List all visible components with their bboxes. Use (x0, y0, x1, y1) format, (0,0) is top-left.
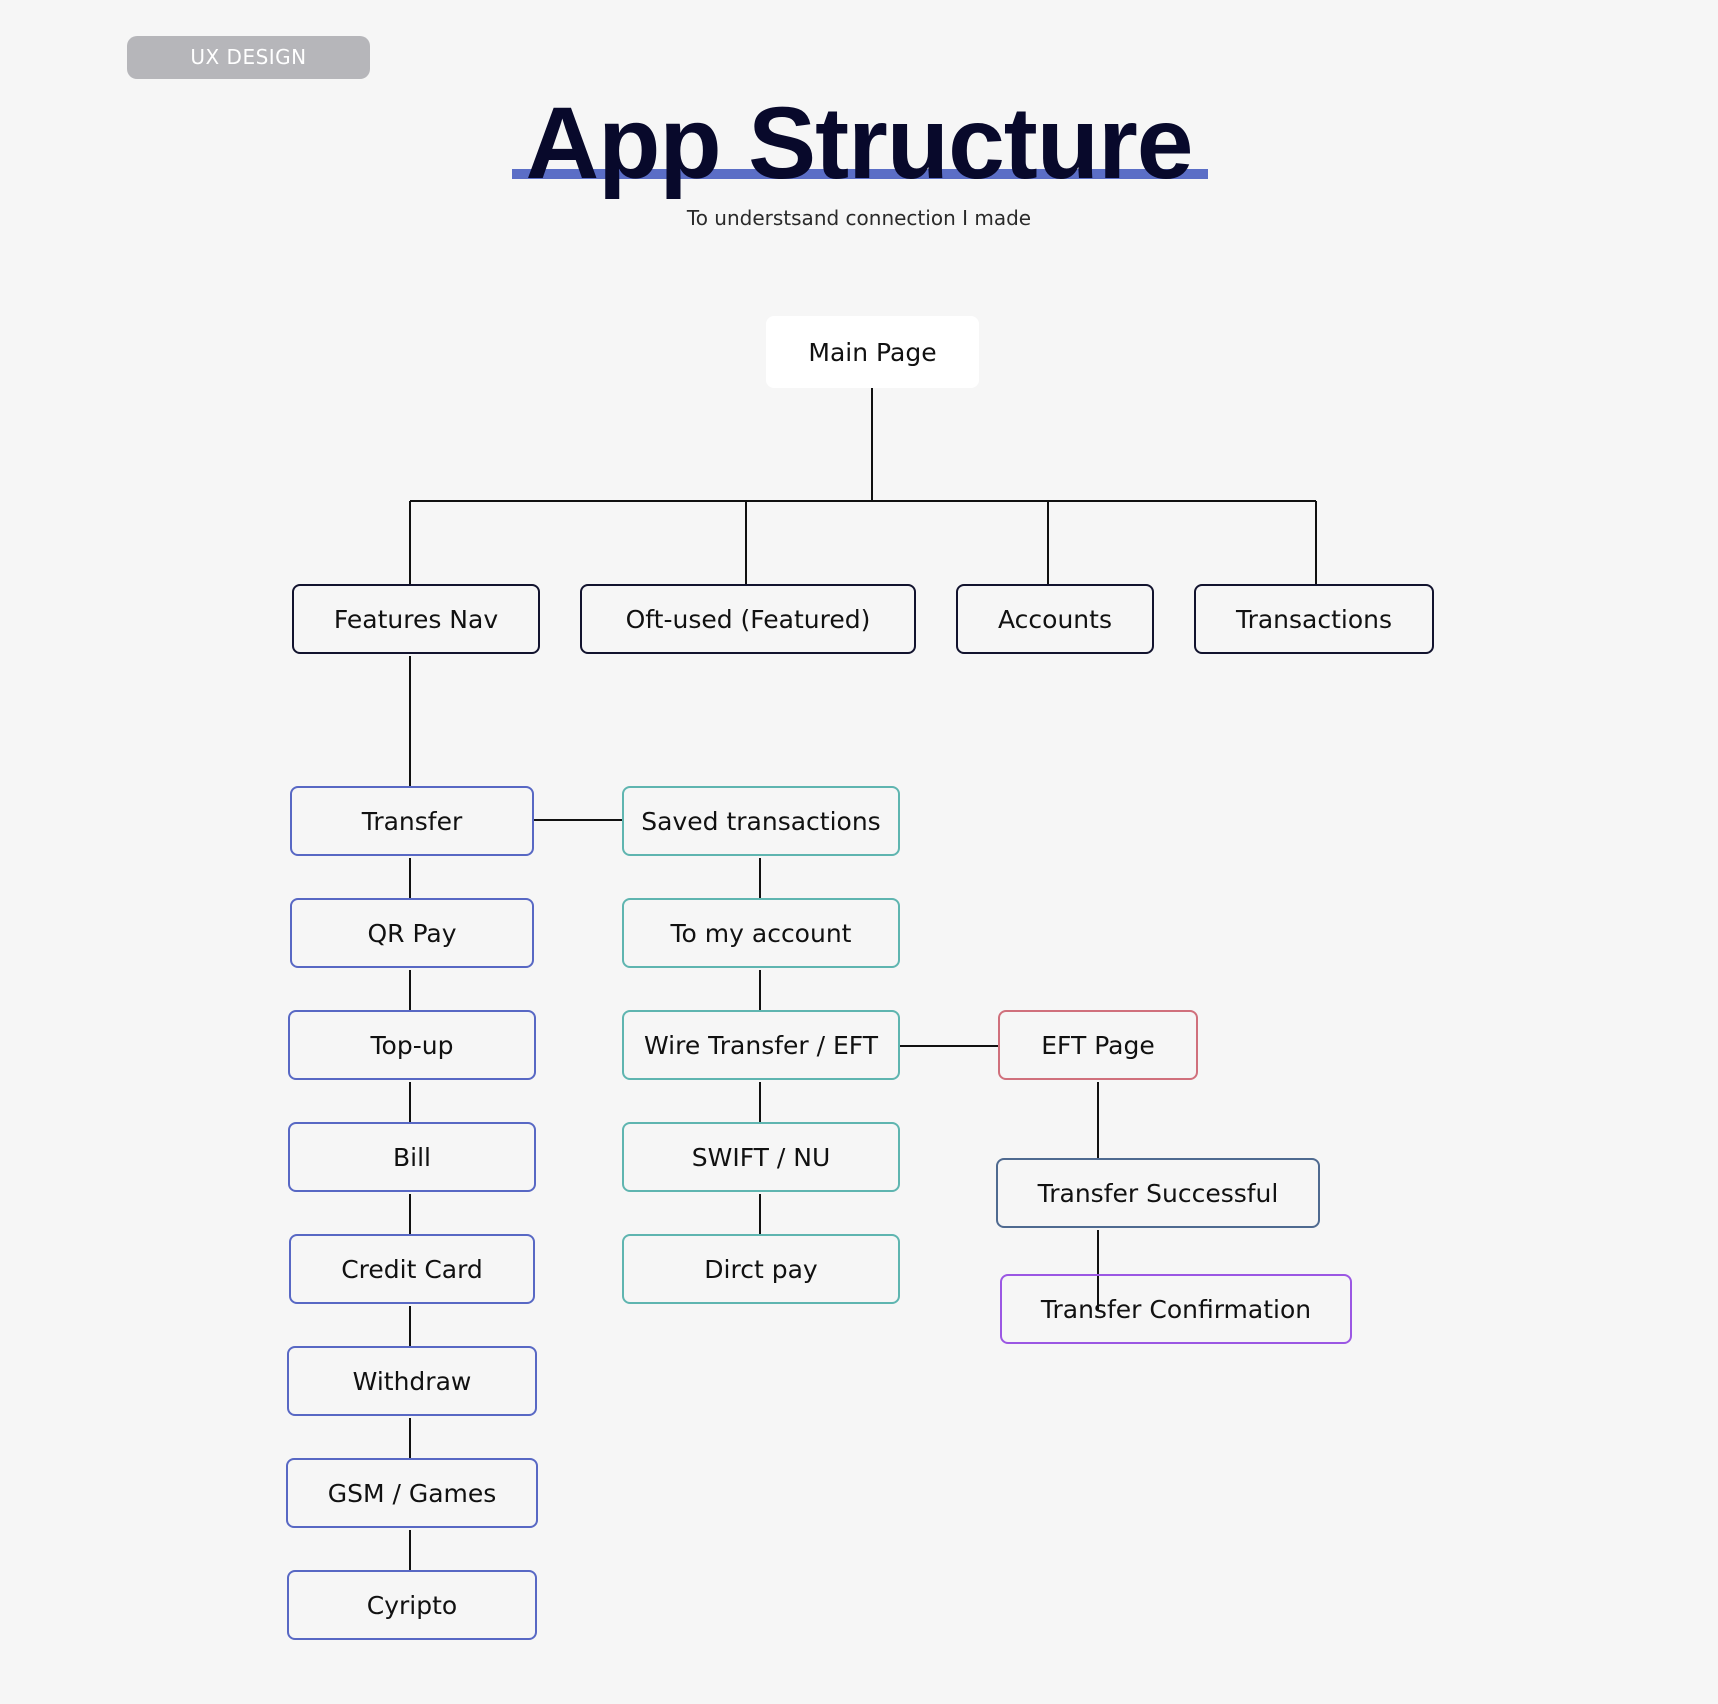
node-main-page: Main Page (766, 316, 979, 388)
node-wire-transfer-eft: Wire Transfer / EFT (622, 1010, 900, 1080)
node-swift-nu: SWIFT / NU (622, 1122, 900, 1192)
node-bill: Bill (288, 1122, 536, 1192)
node-credit-card: Credit Card (289, 1234, 535, 1304)
node-eft-page: EFT Page (998, 1010, 1198, 1080)
node-gsm-games: GSM / Games (286, 1458, 538, 1528)
node-transfer-confirmation: Transfer Confirmation (1000, 1274, 1352, 1344)
title-underline (512, 169, 1208, 179)
node-oft-used-featured: Oft-used (Featured) (580, 584, 916, 654)
title-block: App Structure (510, 88, 1208, 198)
ux-design-badge: UX DESIGN (127, 36, 370, 79)
page-title: App Structure (525, 86, 1193, 200)
node-transfer-successful: Transfer Successful (996, 1158, 1320, 1228)
node-to-my-account: To my account (622, 898, 900, 968)
node-saved-transactions: Saved transactions (622, 786, 900, 856)
node-accounts: Accounts (956, 584, 1154, 654)
node-dirct-pay: Dirct pay (622, 1234, 900, 1304)
node-cyripto: Cyripto (287, 1570, 537, 1640)
node-withdraw: Withdraw (287, 1346, 537, 1416)
node-qr-pay: QR Pay (290, 898, 534, 968)
node-transactions: Transactions (1194, 584, 1434, 654)
node-features-nav: Features Nav (292, 584, 540, 654)
node-transfer: Transfer (290, 786, 534, 856)
node-top-up: Top-up (288, 1010, 536, 1080)
page-subtitle: To understsand connection I made (686, 206, 1032, 230)
